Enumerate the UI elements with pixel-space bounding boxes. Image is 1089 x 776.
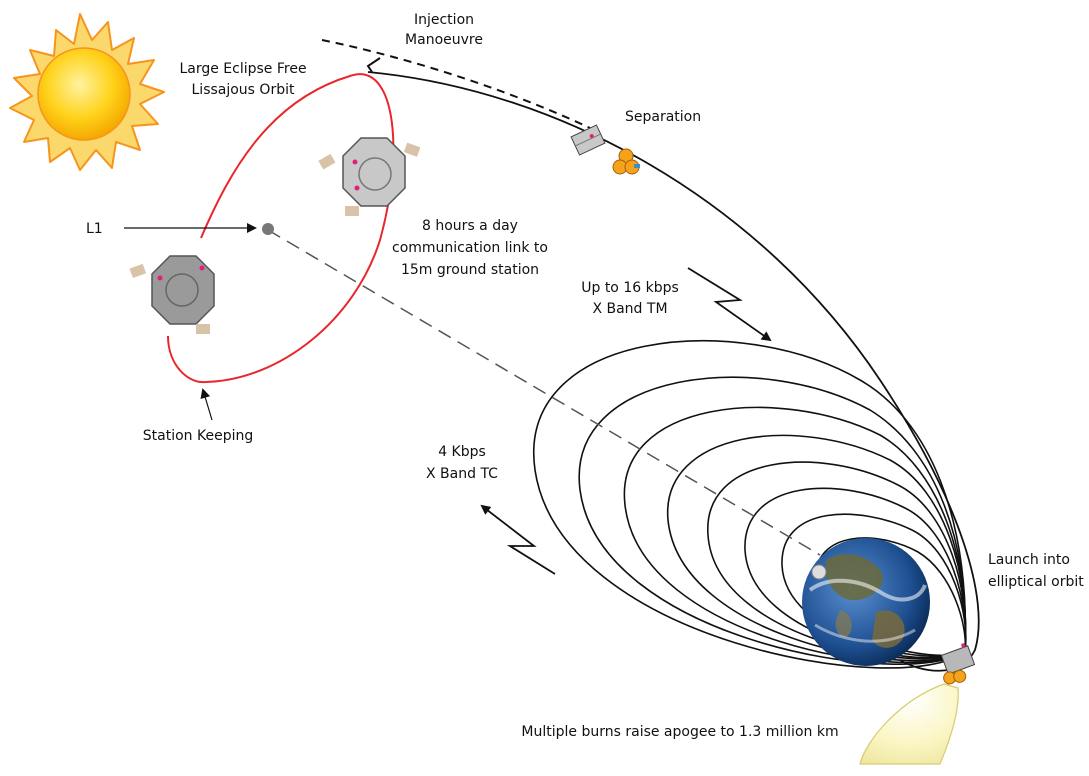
separation-label: Separation	[625, 109, 701, 125]
moon-icon	[811, 564, 827, 580]
launch-label: elliptical orbit	[988, 574, 1084, 590]
earth-l1-line	[267, 229, 821, 556]
earth-icon	[802, 538, 930, 666]
station-keeping-pointer	[200, 388, 213, 421]
rocket-plume-icon	[859, 683, 959, 765]
comm-link-label: communication link to	[392, 240, 548, 256]
uplink-label: 4 Kbps	[438, 444, 486, 460]
lissajous-label: Lissajous Orbit	[192, 82, 295, 98]
spacecraft-icon	[318, 137, 421, 216]
lissajous-orbit	[167, 73, 395, 384]
downlink-label: X Band TM	[592, 301, 667, 317]
spacecraft-icon	[612, 148, 640, 175]
downlink-label: Up to 16 kbps	[581, 280, 679, 296]
lissajous-label: Large Eclipse Free	[179, 61, 306, 77]
injection-label: Manoeuvre	[405, 32, 483, 48]
l1-point	[262, 223, 274, 235]
uplink-label: X Band TC	[426, 466, 498, 482]
injection-trajectory	[321, 39, 591, 129]
spacecraft-icon	[570, 124, 606, 156]
comm-link-label: 15m ground station	[401, 262, 539, 278]
injection-label: Injection	[414, 12, 474, 28]
spacecraft-icon	[940, 643, 976, 685]
station-keeping-label: Station Keeping	[143, 428, 253, 444]
uplink-arrow	[480, 504, 556, 575]
sun-icon	[9, 13, 165, 171]
comm-link-label: 8 hours a day	[422, 218, 518, 234]
spacecraft-icon	[129, 255, 215, 334]
launch-label: Launch into	[988, 552, 1070, 568]
downlink-arrow	[687, 267, 772, 342]
l1-label: L1	[86, 221, 103, 237]
burns-label: Multiple burns raise apogee to 1.3 milli…	[521, 724, 838, 740]
